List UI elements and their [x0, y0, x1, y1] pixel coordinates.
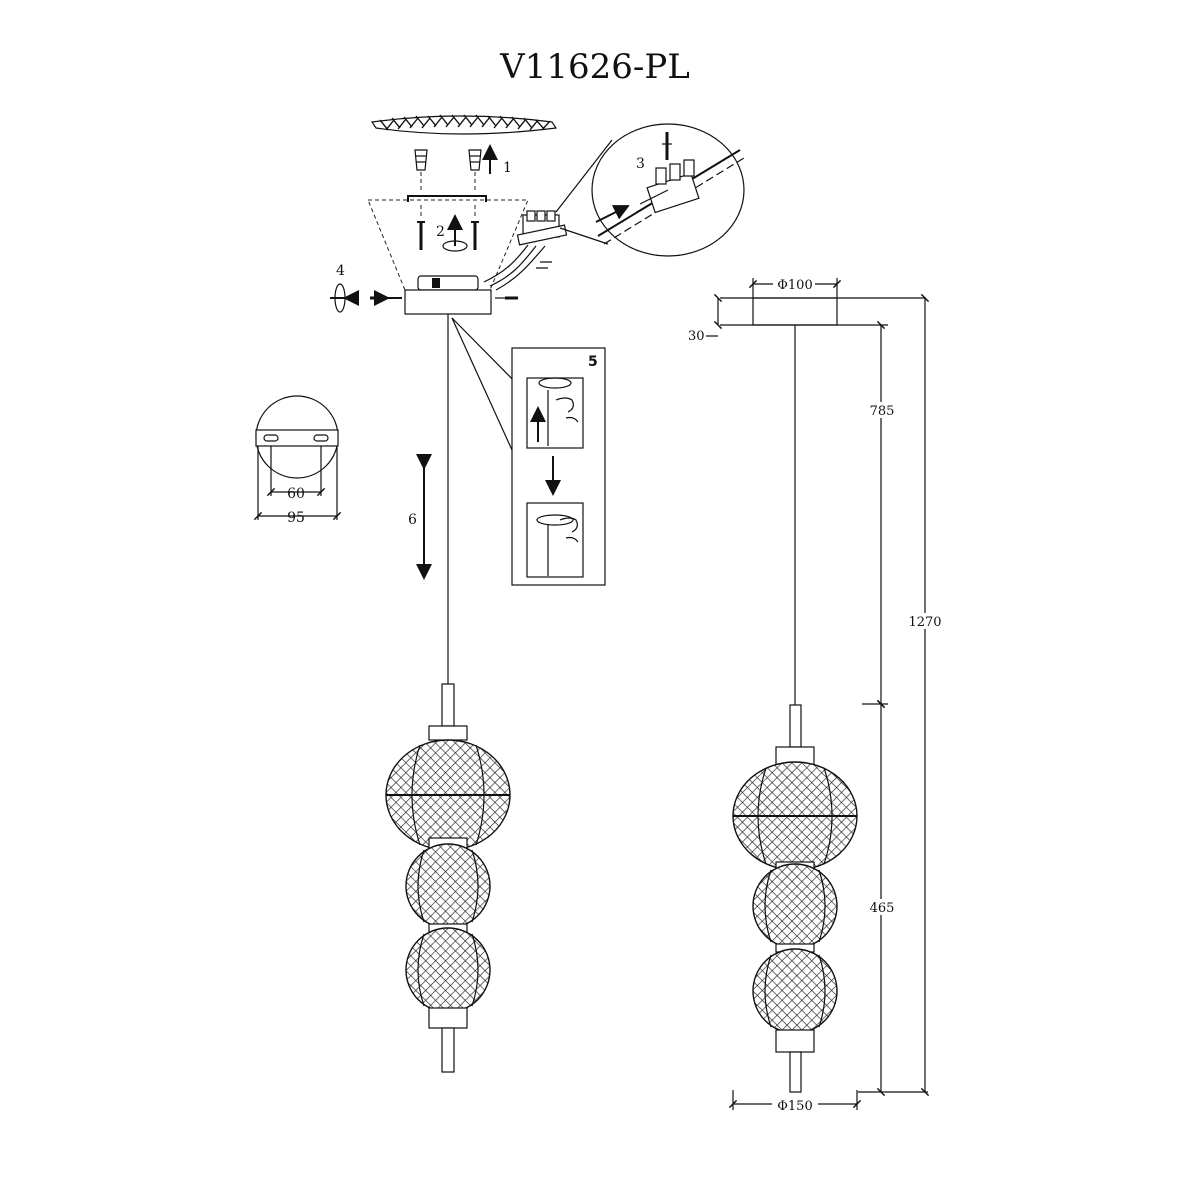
screw-left: [417, 205, 425, 250]
pendant-lamp-side: [732, 704, 858, 1093]
ceiling-surface: [370, 114, 558, 135]
terminal-block-small: [516, 210, 568, 246]
bracket-plan-view: 60 95: [253, 395, 342, 526]
installation-view: 1 2: [330, 114, 568, 1073]
screw-right: [471, 205, 479, 250]
step4-rotate-icon: [334, 283, 346, 313]
hole-spacing-dim: 60: [287, 486, 305, 502]
shade-diameter-dim: Φ150: [777, 1099, 812, 1114]
canopy-dashed-outline: [367, 199, 529, 291]
step2-label: 2: [436, 224, 445, 240]
wiring-detail-callout: 3: [555, 123, 745, 257]
canopy-height-dim: 30: [688, 329, 705, 344]
cable-length-dim: 785: [870, 404, 895, 419]
step5-label: 5: [588, 354, 598, 370]
wires: [483, 244, 546, 291]
plate-width-dim: 95: [287, 510, 305, 526]
step3-label: 3: [636, 156, 645, 172]
led-driver: [417, 275, 479, 291]
cable-adjust-detail: 5: [511, 347, 606, 586]
model-title: V11626-PL: [499, 47, 690, 87]
step6-label: 6: [408, 512, 417, 528]
canopy: [404, 289, 492, 315]
total-height-dim: 1270: [908, 615, 941, 630]
mounting-bracket: [407, 195, 487, 202]
step1-label: 1: [503, 160, 512, 176]
dimensioned-view: Φ100 30 785 1270 465: [688, 276, 942, 1114]
canopy-diameter-dim: Φ100: [777, 278, 812, 293]
wall-plug-left: [414, 149, 428, 190]
canopy-side: [752, 297, 838, 326]
step2-rotate-icon: [442, 240, 468, 252]
step4-label: 4: [336, 263, 345, 279]
detail5-leader-a: [451, 317, 513, 451]
pendant-lamp-body: [385, 683, 511, 1073]
wall-plug-right: [468, 149, 482, 190]
driver-label-plate: [432, 278, 440, 288]
body-height-dim: 465: [870, 901, 895, 916]
wire-ends: [536, 261, 552, 269]
